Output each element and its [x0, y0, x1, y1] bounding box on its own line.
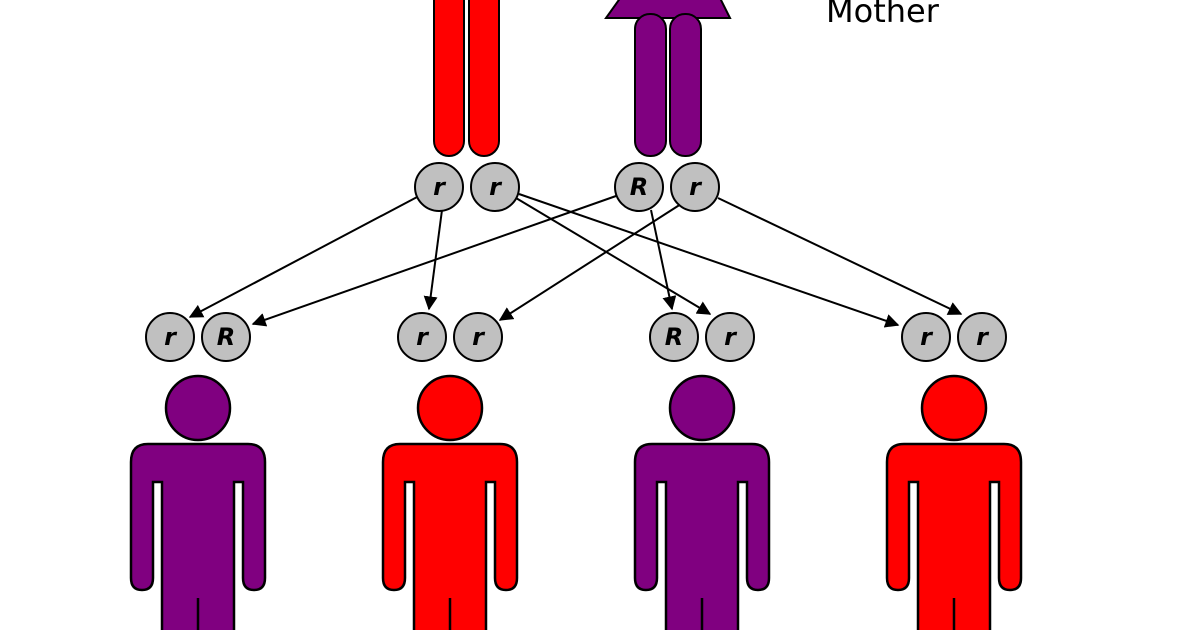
allele-circle: R [614, 162, 664, 212]
mother-label: Mother [826, 0, 940, 30]
mother-figure [604, 0, 732, 157]
person-icon [633, 374, 771, 630]
arrow-mother-allele-2-to-child-2 [498, 203, 682, 321]
allele-circle: R [649, 312, 699, 362]
allele-label: R [665, 323, 683, 351]
person-body [633, 442, 771, 630]
svg-text:r: r [689, 173, 703, 201]
person-body [885, 442, 1023, 630]
allele-circle: R [201, 312, 251, 362]
arrow-mother-allele-1-to-child-1 [251, 195, 617, 327]
allele-circle: r [414, 162, 464, 212]
person-head [920, 374, 988, 442]
allele-circle: r [470, 162, 520, 212]
svg-text:r: r [433, 173, 447, 201]
person-body [381, 442, 519, 630]
allele-label: r [416, 323, 430, 351]
father-alleles: r r [414, 162, 520, 212]
arrow-mother-allele-1-to-child-3 [650, 209, 677, 311]
allele-circle: r [705, 312, 755, 362]
allele-circle: r [901, 312, 951, 362]
person-icon [381, 374, 519, 630]
mother-dress [604, 0, 732, 19]
arrow-father-allele-2-to-child-4 [518, 193, 900, 328]
person-icon [885, 374, 1023, 630]
person-icon [129, 374, 267, 630]
svg-text:r: r [489, 173, 503, 201]
person-head [164, 374, 232, 442]
father-right-leg [468, 0, 500, 157]
father-left-leg [433, 0, 465, 157]
allele-circle: r [957, 312, 1007, 362]
allele-circle: r [670, 162, 720, 212]
allele-label: r [472, 323, 486, 351]
allele-circle: r [397, 312, 447, 362]
mother-right-leg [669, 13, 702, 157]
allele-circle: r [145, 312, 195, 362]
allele-label: r [164, 323, 178, 351]
person-head [668, 374, 736, 442]
mother-alleles: R r [614, 162, 720, 212]
arrow-father-allele-1-to-child-1 [188, 195, 420, 318]
person-head [416, 374, 484, 442]
father-figure [433, 0, 500, 157]
allele-label: R [217, 323, 235, 351]
svg-text:R: R [630, 173, 648, 201]
inheritance-arrows [188, 193, 963, 328]
arrow-mother-allele-2-to-child-4 [717, 197, 963, 315]
arrow-father-allele-2-to-child-3 [515, 197, 712, 315]
allele-circle: r [453, 312, 503, 362]
allele-label: r [976, 323, 990, 351]
allele-label: r [920, 323, 934, 351]
mother-left-leg [634, 13, 667, 157]
allele-label: r [724, 323, 738, 351]
person-body [129, 442, 267, 630]
